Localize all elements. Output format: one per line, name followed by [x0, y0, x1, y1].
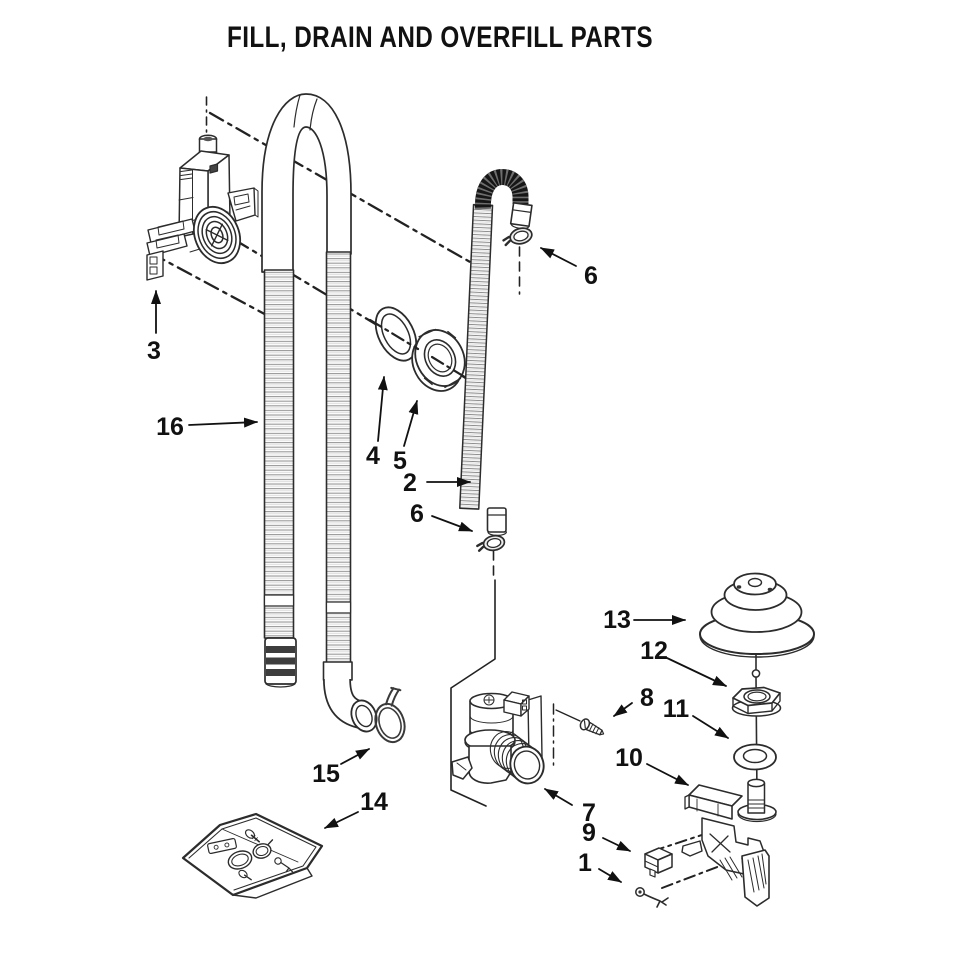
- callout-7-arrow: [544, 788, 573, 806]
- callout-15-label: 15: [312, 760, 340, 788]
- callout-5-label: 5: [393, 447, 407, 475]
- callout-9-arrow: [602, 837, 631, 852]
- fill-drain-hose-assembly: [261, 93, 378, 733]
- callout-11-label: 11: [663, 695, 690, 723]
- callout-6-bottom-label: 6: [410, 500, 424, 528]
- float-switch-bracket: [681, 778, 777, 907]
- bag-item-screw-2: [238, 869, 252, 881]
- hose-u-bend: [261, 93, 352, 273]
- hose-to-valve-route-line: [450, 579, 496, 807]
- elbow-opening: [350, 699, 378, 733]
- hose-right-leg: [325, 251, 352, 665]
- screw: [579, 718, 605, 736]
- callout-9-label: 9: [582, 819, 596, 847]
- callout-12-label: 12: [640, 637, 668, 665]
- bag-item-clip: [274, 857, 294, 873]
- vent-hole: [209, 163, 219, 174]
- callout-labels: 3 16 4 5 2 6 6 15 14 7 8 13 12 11 10 9 1: [147, 262, 689, 877]
- callout-16-arrow: [188, 417, 258, 428]
- valve-tab: [451, 756, 473, 780]
- water-inlet-valve: [451, 691, 545, 785]
- callout-10-label: 10: [615, 744, 643, 772]
- callout-8-arrow: [613, 702, 633, 717]
- valve-outlet-face: [509, 745, 545, 785]
- bag-item-plate: [207, 837, 237, 855]
- callout-16-label: 16: [156, 413, 184, 441]
- hose-clamp-top: [502, 227, 533, 247]
- float-switch: [644, 847, 673, 878]
- callout-13-label: 13: [603, 606, 631, 634]
- callout-6-top-label: 6: [584, 262, 598, 290]
- callout-8-label: 8: [640, 684, 654, 712]
- parts-bag: [181, 812, 324, 899]
- callout-1-label: 1: [578, 849, 592, 877]
- bag-outline: [181, 812, 324, 897]
- hose-clamp-bottom: [476, 534, 506, 552]
- callout-arrows: [151, 247, 729, 883]
- hose-left-leg: [263, 269, 295, 639]
- seal-washer: [733, 743, 777, 771]
- callout-11-arrow: [692, 715, 729, 739]
- mounting-nut: [411, 328, 466, 392]
- float-nut: [731, 686, 782, 717]
- centerline-bracket: [149, 251, 274, 320]
- callout-6-top-arrow: [540, 247, 577, 267]
- callout-15-arrow: [340, 748, 370, 765]
- callout-1-arrow: [598, 868, 622, 883]
- bag-item-clamp: [252, 839, 274, 859]
- callout-2-label: 2: [403, 469, 417, 497]
- callout-14-arrow: [324, 811, 359, 829]
- callout-4-label: 4: [366, 442, 380, 470]
- air-gap-assembly: [146, 134, 259, 281]
- bag-item-ring: [227, 850, 253, 870]
- drain-hose: [459, 169, 533, 536]
- callout-3-label: 3: [147, 337, 161, 365]
- air-gap-cover-disc: [192, 205, 242, 265]
- spring-clamp: [374, 686, 406, 744]
- bracket-left-arm: [681, 840, 703, 857]
- left-mount-foot: [146, 250, 164, 281]
- callout-10-arrow: [646, 763, 689, 786]
- drain-hose-bottom-cuff: [486, 507, 507, 533]
- washer-ring: [374, 306, 418, 362]
- callout-12-arrow: [666, 657, 727, 687]
- drain-hose-top-cuff: [509, 202, 533, 230]
- page-title: FILL, DRAIN AND OVERFILL PARTS: [227, 21, 653, 54]
- callout-6-bottom-arrow: [431, 515, 473, 532]
- float-tube: [747, 782, 766, 814]
- callout-14-label: 14: [360, 788, 388, 816]
- callout-5-arrow: [403, 400, 419, 447]
- callout-7-label: 7: [582, 799, 596, 827]
- left-mount-bracket-lower: [146, 233, 188, 257]
- callout-4-arrow: [377, 376, 388, 442]
- bag-item-screw: [244, 829, 260, 843]
- retainer-clip: [635, 887, 669, 908]
- elbow-collar: [322, 661, 353, 681]
- screw-axis-line: [555, 709, 581, 722]
